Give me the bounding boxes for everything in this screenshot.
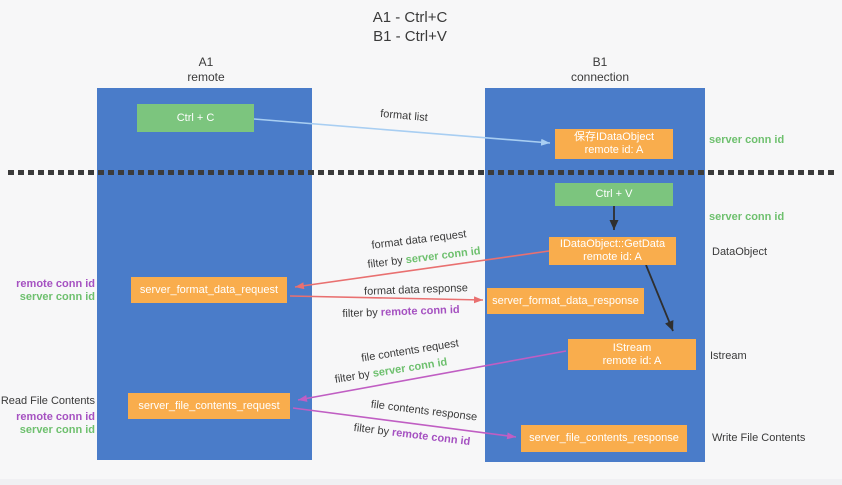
title-line-2: B1 - Ctrl+V — [373, 28, 447, 45]
server-conn-id-label: server conn id — [19, 291, 95, 303]
lifeline-b1-name: B1 — [592, 55, 608, 69]
edge-label-file-contents-response: file contents response — [370, 398, 478, 424]
node-ctrl-v: Ctrl + V — [555, 183, 673, 206]
node-getdata-line2: remote id: A — [583, 251, 642, 263]
side-label-conn-ids-file: remote conn id server conn id — [0, 411, 95, 437]
filter-by-text: filter by — [342, 306, 379, 321]
node-server-format-data-request: server_format_data_request — [131, 277, 287, 303]
node-save-idataobject-line1: 保存IDataObject — [573, 131, 655, 143]
remote-conn-id-label: remote conn id — [16, 278, 95, 290]
edge-label-filter-by-server-2: filter byserver conn id — [334, 356, 448, 386]
node-istream: IStream remote id: A — [568, 339, 696, 370]
node-getdata-line1: IDataObject::GetData — [559, 238, 666, 250]
server-conn-id-text: server conn id — [405, 245, 482, 267]
node-server-file-contents-request-label: server_file_contents_request — [138, 399, 280, 412]
edge-label-format-data-response: format data response — [363, 282, 469, 298]
session-divider-dotted-line — [8, 170, 836, 175]
lifeline-a1-name: A1 — [198, 55, 214, 69]
node-server-file-contents-request: server_file_contents_request — [128, 393, 290, 419]
title-line-1: A1 - Ctrl+C — [372, 9, 448, 26]
lifeline-a1-role: remote — [187, 70, 225, 84]
edge-label-format-list: format list — [379, 107, 429, 125]
side-label-dataobject: DataObject — [712, 246, 768, 258]
side-label-conn-ids-format: remote conn id server conn id — [0, 278, 95, 304]
diagram-title: A1 - Ctrl+C B1 - Ctrl+V — [310, 8, 510, 46]
bottom-window-edge — [0, 479, 842, 485]
filter-by-text: filter by — [333, 368, 371, 386]
side-label-istream: Istream — [710, 350, 747, 362]
remote-conn-id-text: remote conn id — [391, 426, 471, 449]
remote-conn-id-text: remote conn id — [380, 303, 460, 319]
filter-by-text: filter by — [353, 421, 390, 439]
node-server-file-contents-response: server_file_contents_response — [521, 425, 687, 452]
node-ctrl-c-label: Ctrl + C — [176, 111, 215, 124]
remote-conn-id-label: remote conn id — [16, 411, 95, 423]
side-label-write-file-contents: Write File Contents — [712, 432, 806, 444]
node-ctrl-c: Ctrl + C — [137, 104, 254, 132]
node-istream-line1: IStream — [612, 341, 652, 354]
node-ctrl-v-label: Ctrl + V — [595, 188, 633, 200]
node-save-idataobject-line2: remote id: A — [584, 144, 644, 156]
node-server-file-contents-response-label: server_file_contents_response — [529, 432, 679, 444]
node-save-idataobject: 保存IDataObject remote id: A — [555, 129, 673, 159]
node-server-format-data-request-label: server_format_data_request — [139, 283, 279, 296]
lifeline-header-b1: B1 connection — [540, 55, 660, 85]
lifeline-header-a1: A1 remote — [146, 55, 266, 85]
server-conn-id-label: server conn id — [19, 424, 95, 436]
node-idataobject-getdata: IDataObject::GetData remote id: A — [549, 237, 676, 265]
node-server-format-data-response-label: server_format_data_response — [492, 294, 639, 307]
node-server-format-data-response: server_format_data_response — [487, 288, 644, 314]
side-label-server-conn-id-mid: server conn id — [709, 211, 785, 223]
side-label-read-file-contents: Read File Contents — [0, 395, 95, 407]
node-istream-line2: remote id: A — [602, 354, 662, 367]
lifeline-b1-role: connection — [570, 70, 630, 84]
filter-by-text: filter by — [366, 254, 404, 271]
side-label-server-conn-id-top: server conn id — [709, 134, 785, 146]
